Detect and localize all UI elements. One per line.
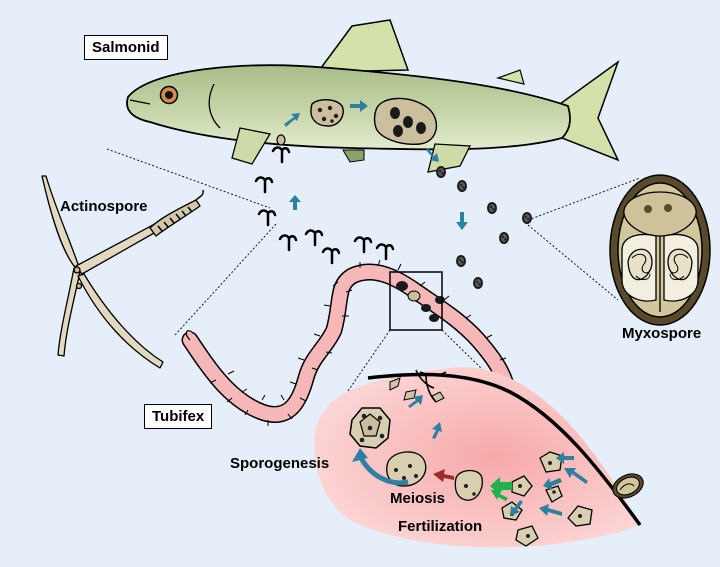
gill-line <box>208 83 221 129</box>
salmonid-label: Salmonid <box>84 35 168 60</box>
zoom-box <box>389 271 443 331</box>
developing-actinospores <box>389 369 447 403</box>
sporogenic-cyst <box>349 407 391 449</box>
dorsal-fin <box>316 19 410 73</box>
fish-arrows <box>284 100 468 230</box>
tissue-arrows <box>352 395 588 516</box>
myxospore-label: Myxospore <box>622 325 702 342</box>
attached-myxospore <box>612 473 644 499</box>
adipose-fin <box>495 69 525 85</box>
fish-cyst-large <box>373 97 438 145</box>
salmonid-fish <box>126 19 620 173</box>
tubifex-label: Tubifex <box>144 404 213 429</box>
released-actinospores <box>254 146 395 265</box>
released-myxospores <box>436 166 532 289</box>
fish-eye-icon <box>159 85 179 105</box>
meiosis-label: Meiosis <box>390 490 446 507</box>
pectoral-fin <box>231 127 272 165</box>
actinospore-label: Actinospore <box>60 198 148 215</box>
sporoplasm-entry <box>276 134 286 146</box>
anal-fin <box>427 143 472 173</box>
actinospore-illustration <box>41 175 204 369</box>
tubifex-worm <box>181 259 518 426</box>
mouth-line <box>129 99 151 105</box>
sporogenesis-label: Sporogenesis <box>230 455 330 472</box>
fish-cyst-small <box>310 99 344 127</box>
fertilization-label: Fertilization <box>398 518 483 535</box>
fish-body <box>126 64 571 151</box>
pelvic-fin <box>342 149 365 163</box>
myxospore-illustration <box>609 174 711 326</box>
tissue-zoom <box>314 367 644 548</box>
